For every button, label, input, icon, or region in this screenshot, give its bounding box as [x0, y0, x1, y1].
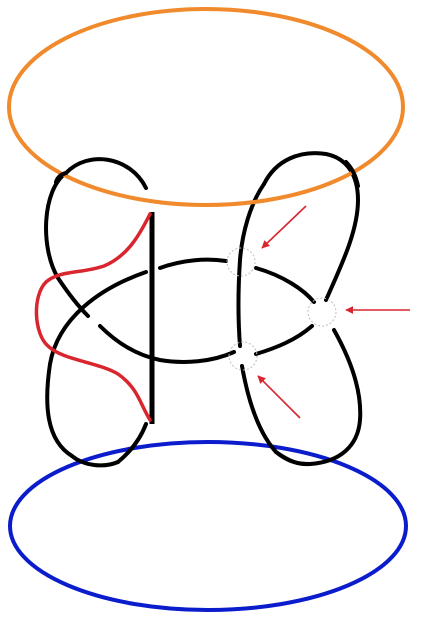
- crossing-marker-lower: [228, 341, 258, 371]
- top-circle: [7, 7, 405, 207]
- right-lobe-over-bottom-circle: [274, 450, 312, 467]
- left-lobe-bottom-strand: [116, 422, 148, 464]
- crossing-marker-upper: [226, 247, 256, 277]
- knot-over-bottom-circle: [70, 450, 312, 468]
- central-loop-lower-strand: [254, 324, 314, 356]
- left-lobe-top-strand: [64, 157, 148, 190]
- left-lobe-inner-strand: [98, 324, 236, 364]
- bottom-circle: [8, 440, 408, 612]
- central-loop-top-strand: [158, 257, 228, 270]
- left-lobe-lower-strand: [45, 270, 148, 458]
- arrow-to-upper-crossing: [261, 205, 307, 249]
- knot-strands: [44, 151, 363, 466]
- red-arc: [34, 212, 152, 422]
- right-lobe-over-top-circle: [344, 160, 360, 188]
- arrow-to-lower-crossing: [257, 375, 301, 419]
- left-lobe-over-bottom-circle: [70, 454, 120, 468]
- central-loop-right-strand: [254, 266, 316, 304]
- left-lobe-over-top-circle: [54, 171, 68, 184]
- left-lobe-upper-strand: [44, 171, 90, 318]
- crossing-markers: [226, 247, 337, 371]
- knot-over-top-circle: [54, 160, 360, 188]
- crossing-marker-right: [307, 297, 337, 327]
- right-lobe-lower-strand: [240, 364, 312, 466]
- arrows: [257, 205, 410, 419]
- right-lobe-outer-strand: [308, 328, 363, 466]
- right-lobe-inner-strand: [236, 182, 266, 348]
